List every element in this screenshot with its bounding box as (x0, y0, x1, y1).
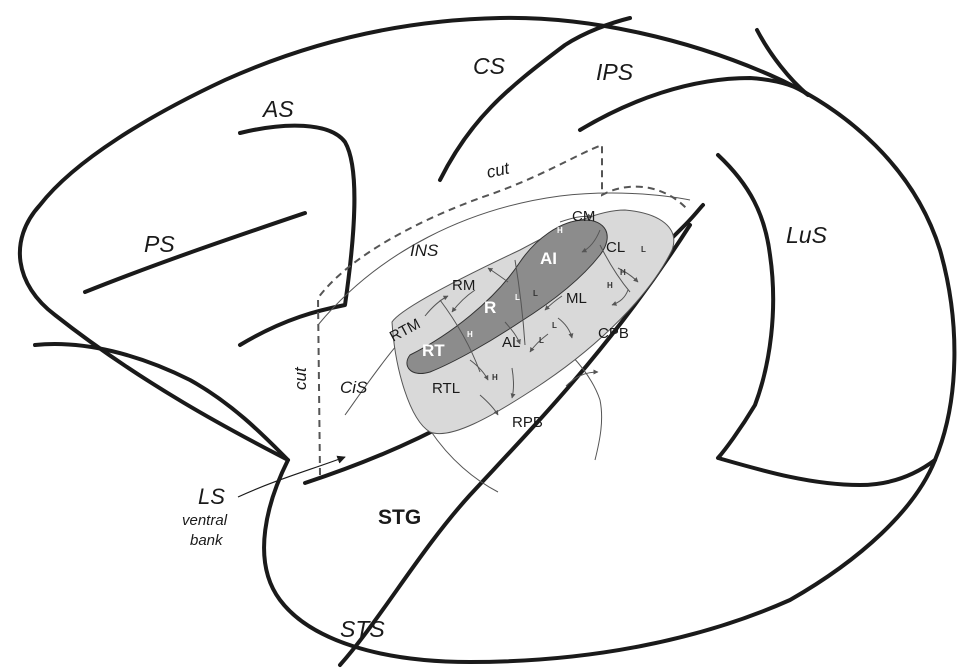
label-as: AS (261, 96, 294, 122)
label-r: R (484, 298, 496, 317)
label-cl: CL (606, 239, 625, 256)
stg-curve-a (430, 430, 498, 492)
label-ls: LS (198, 484, 225, 509)
label-sts: STS (340, 616, 385, 642)
mark-h-cl: H (620, 268, 626, 277)
label-rm: RM (452, 277, 475, 294)
sulcus-lus-line (718, 155, 935, 485)
mark-l-belt: L (552, 321, 557, 330)
label-ips: IPS (596, 59, 634, 85)
label-lus: LuS (786, 222, 828, 248)
mark-l-cl: L (641, 245, 646, 254)
label-rtl: RTL (432, 380, 460, 397)
label-cpb: CPB (598, 325, 629, 342)
label-cm: CM (572, 208, 595, 225)
mark-l-al: L (539, 336, 544, 345)
label-ls-bank: bank (190, 532, 224, 549)
label-ls-ventral: ventral (182, 512, 228, 529)
label-ai: AI (540, 249, 557, 268)
ls-pointer-arrow (238, 457, 345, 497)
mark-h-ai: H (557, 226, 563, 235)
label-cis: CiS (340, 378, 368, 397)
label-ml: ML (566, 290, 587, 307)
label-ins: INS (410, 241, 439, 260)
label-cs: CS (473, 53, 506, 79)
mark-l-r: L (533, 289, 538, 298)
sulcus-ps-line (85, 213, 305, 292)
sulcus-as-line (240, 126, 354, 345)
mark-h-r: H (467, 330, 473, 339)
label-stg: STG (378, 506, 421, 529)
ls-lower-lip-line (35, 344, 288, 460)
label-ps: PS (144, 231, 175, 257)
label-rt: RT (422, 341, 445, 360)
mark-h-rtl: H (492, 373, 498, 382)
label-al: AL (502, 334, 520, 351)
label-cut-left: cut (291, 366, 310, 390)
mark-h-ml: H (607, 281, 613, 290)
sulcus-cs-line (440, 18, 630, 180)
label-rpb: RPB (512, 414, 543, 431)
mark-l-ai: L (515, 293, 520, 302)
label-cut-top: cut (485, 158, 512, 182)
